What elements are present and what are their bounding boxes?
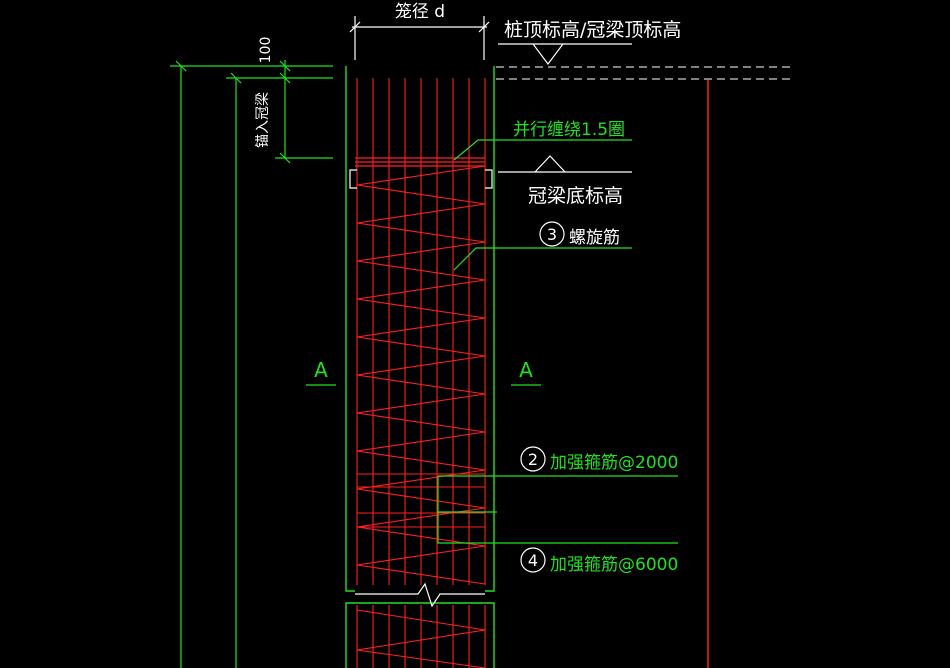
- left-dimension-lines: [170, 60, 333, 668]
- stiffener-hoops: [357, 473, 485, 528]
- anchor-into-beam-label: 锚入冠梁: [255, 92, 271, 148]
- hoop2-label: 加强箍筋@2000: [550, 453, 678, 473]
- spiral-callout-circle: [539, 221, 565, 247]
- hoop4-label: 加强箍筋@6000: [550, 555, 678, 575]
- parallel-wrap-label: 并行缠绕1.5圈: [513, 120, 625, 140]
- spiral-bar-lower: [356, 609, 486, 668]
- cage-diameter-label: 笼径 d: [395, 2, 445, 22]
- pile-outline: [345, 66, 495, 668]
- pile-top-label: 桩顶标高/冠梁顶标高: [504, 19, 681, 41]
- dimension-100-label: 100: [258, 37, 274, 64]
- spiral-bar-upper: [356, 165, 486, 585]
- beam-bottom-marker: [498, 155, 632, 173]
- crown-beam-dashed-lines: [496, 66, 790, 80]
- hoop2-number: 2: [528, 450, 538, 469]
- section-mark-left: A: [314, 358, 328, 382]
- hoop4-callout-circle: [520, 547, 546, 573]
- hoop2-callout-circle: [520, 446, 546, 472]
- hoop4-number: 4: [528, 551, 538, 570]
- pile-top-marker: [498, 43, 632, 65]
- section-mark-right: A: [519, 358, 533, 382]
- spiral-number: 3: [547, 225, 557, 244]
- beam-bottom-label: 冠梁底标高: [528, 185, 623, 207]
- cage-diameter-dimension: [349, 16, 490, 60]
- leader-lines: [306, 139, 678, 544]
- spiral-label: 螺旋筋: [569, 228, 620, 248]
- break-line: [355, 582, 485, 608]
- beam-bottom-hooks: [349, 169, 493, 189]
- parallel-wrap-rings: [355, 157, 485, 167]
